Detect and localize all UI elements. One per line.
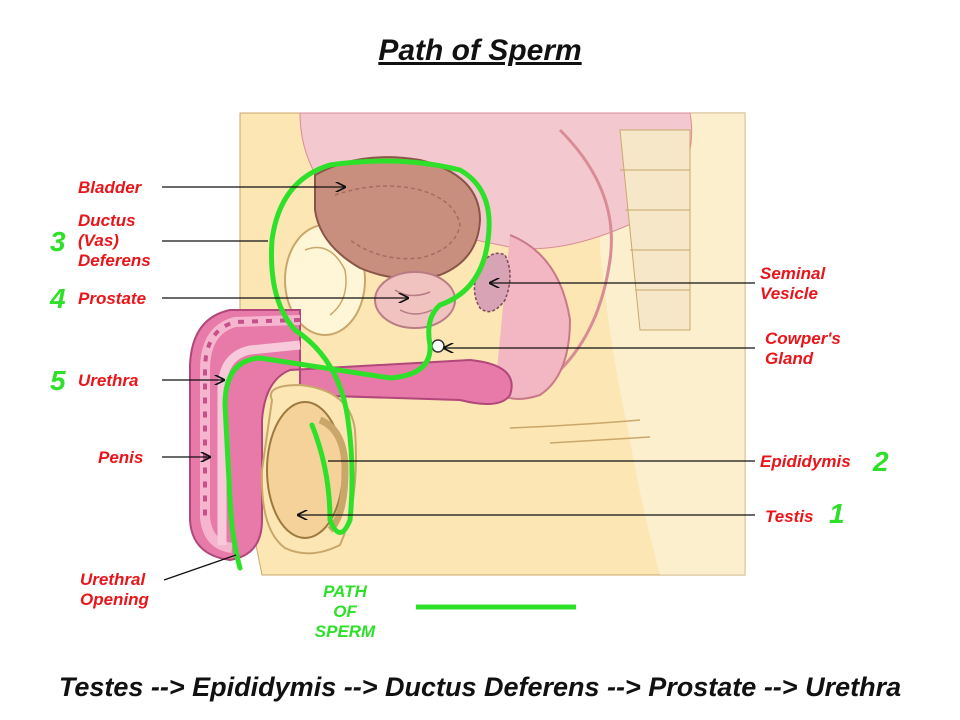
label-prostate: Prostate [78,289,147,308]
label-testis: Testis [765,507,814,526]
sperm-path [222,158,492,571]
pointer-lines [162,187,755,581]
label-urethral-opening-line1: Urethral [80,570,146,589]
label-ductus-line1: Ductus [78,211,136,230]
epididymis [318,416,349,533]
prostate-gland [374,271,456,329]
step-number-epididymis: 2 [873,446,889,477]
step-number-testis: 1 [829,498,845,529]
bladder [314,156,482,280]
label-epididymis: Epididymis [760,452,851,471]
sperm-path-summary: Testes --> Epididymis --> Ductus Deferen… [58,672,902,702]
step-number-urethra: 5 [50,365,66,396]
urethral-opening-pointer [163,554,237,581]
label-seminal-vesicle-line1: Seminal [760,264,826,283]
label-cowpers-line2: Gland [765,349,814,368]
label-bladder: Bladder [78,178,142,197]
step-number-prostate: 4 [50,283,66,314]
diagram-title: Path of Sperm [378,34,582,67]
label-penis: Penis [98,448,144,467]
label-seminal-vesicle-line2: Vesicle [760,284,818,303]
step-number-ductus: 3 [50,226,66,257]
cowpers-gland [431,339,445,353]
legend-line3: SPERM [314,622,376,641]
label-ductus-line3: Deferens [78,251,151,270]
legend-line1: PATH [323,582,367,601]
rectum [494,234,572,400]
label-cowpers-line1: Cowper's [765,329,841,348]
label-urethral-opening-line2: Opening [80,590,149,609]
legend-line2: OF [333,602,357,621]
spine [619,129,691,331]
label-urethra: Urethra [78,371,139,390]
label-ductus-line2: (Vas) [78,231,119,250]
